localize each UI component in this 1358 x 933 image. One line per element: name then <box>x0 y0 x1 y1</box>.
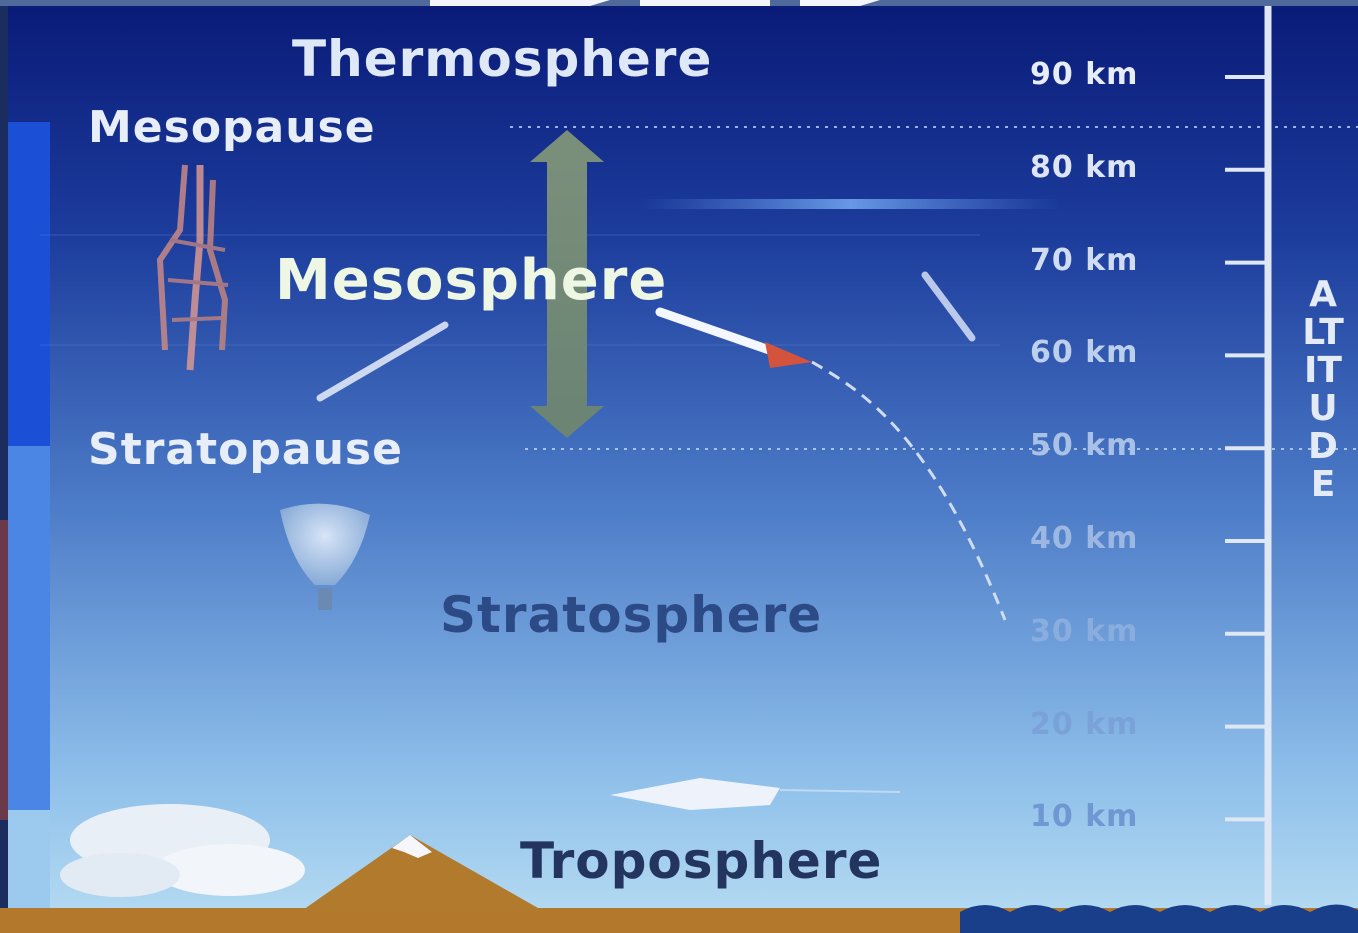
airplane-icon <box>610 778 901 810</box>
backdrop-edge <box>0 520 10 820</box>
altitude-axis-title: ALTITUDE <box>1302 274 1344 505</box>
troposphere-band <box>8 810 50 910</box>
altitude-tick-label: 60 km <box>1030 335 1139 371</box>
cloud-icon <box>60 804 305 897</box>
altitude-tick-label: 10 km <box>1030 799 1139 835</box>
aurora-icon <box>156 164 229 371</box>
meteor-icon <box>921 271 976 342</box>
weather-balloon-icon <box>280 503 370 610</box>
noctilucent-streak <box>640 199 1060 209</box>
mesosphere-band <box>8 122 50 446</box>
top-white-shapes <box>430 0 880 6</box>
ocean <box>960 904 1358 933</box>
sky-background <box>8 6 1358 916</box>
altitude-tick-label: 80 km <box>1030 149 1139 185</box>
mesopause-label: Mesopause <box>88 102 376 153</box>
mesosphere-label: Mesosphere <box>275 248 668 313</box>
stratosphere-label: Stratosphere <box>440 586 823 644</box>
thermosphere-label: Thermosphere <box>292 30 713 88</box>
mountain-icon <box>300 835 545 912</box>
altitude-ticks <box>1225 75 1268 822</box>
altitude-tick-label: 90 km <box>1030 57 1139 92</box>
temperature-arrow-icon <box>530 130 604 438</box>
stratosphere-band <box>8 446 50 810</box>
altitude-tick-label: 50 km <box>1030 428 1139 464</box>
altitude-tick-label: 70 km <box>1030 242 1139 278</box>
troposphere-label: Troposphere <box>520 832 883 890</box>
altitude-tick-label: 30 km <box>1030 613 1139 649</box>
altitude-tick-label: 20 km <box>1030 706 1139 742</box>
rocket-icon <box>655 307 1007 621</box>
meteor-icon <box>316 321 449 402</box>
stratopause-label: Stratopause <box>88 424 403 475</box>
altitude-tick-label: 40 km <box>1030 521 1139 556</box>
